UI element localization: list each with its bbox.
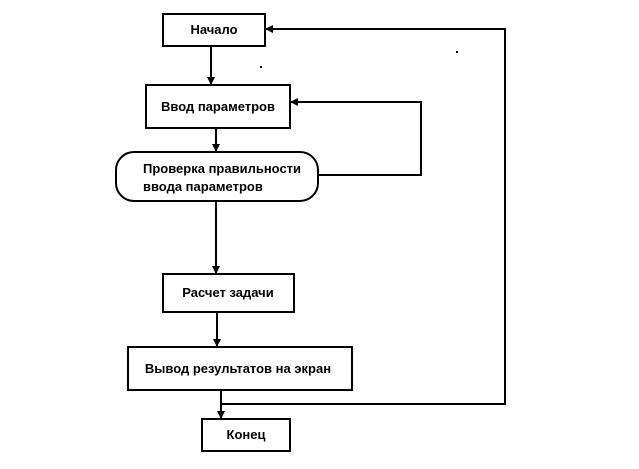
node-compute: Расчет задачи (162, 273, 295, 313)
node-input: Ввод параметров (145, 84, 291, 129)
edge-end-loop-to-start (221, 25, 506, 405)
node-check-line2: ввода параметров (143, 179, 263, 194)
node-compute-label: Расчет задачи (182, 285, 273, 300)
stray-dot (260, 66, 262, 68)
node-start: Начало (162, 13, 266, 47)
node-check: Проверка правильности ввода параметров (115, 151, 319, 202)
node-input-label: Ввод параметров (161, 99, 275, 114)
edge-check-loop-to-input (290, 98, 422, 176)
node-start-label: Начало (190, 22, 237, 37)
node-output: Вывод результатов на экран (127, 346, 353, 391)
node-check-line1: Проверка правильности (143, 161, 301, 176)
stray-dot (456, 51, 458, 53)
node-output-label: Вывод результатов на экран (145, 361, 331, 376)
node-end: Конец (201, 418, 291, 452)
node-end-label: Конец (227, 427, 266, 442)
